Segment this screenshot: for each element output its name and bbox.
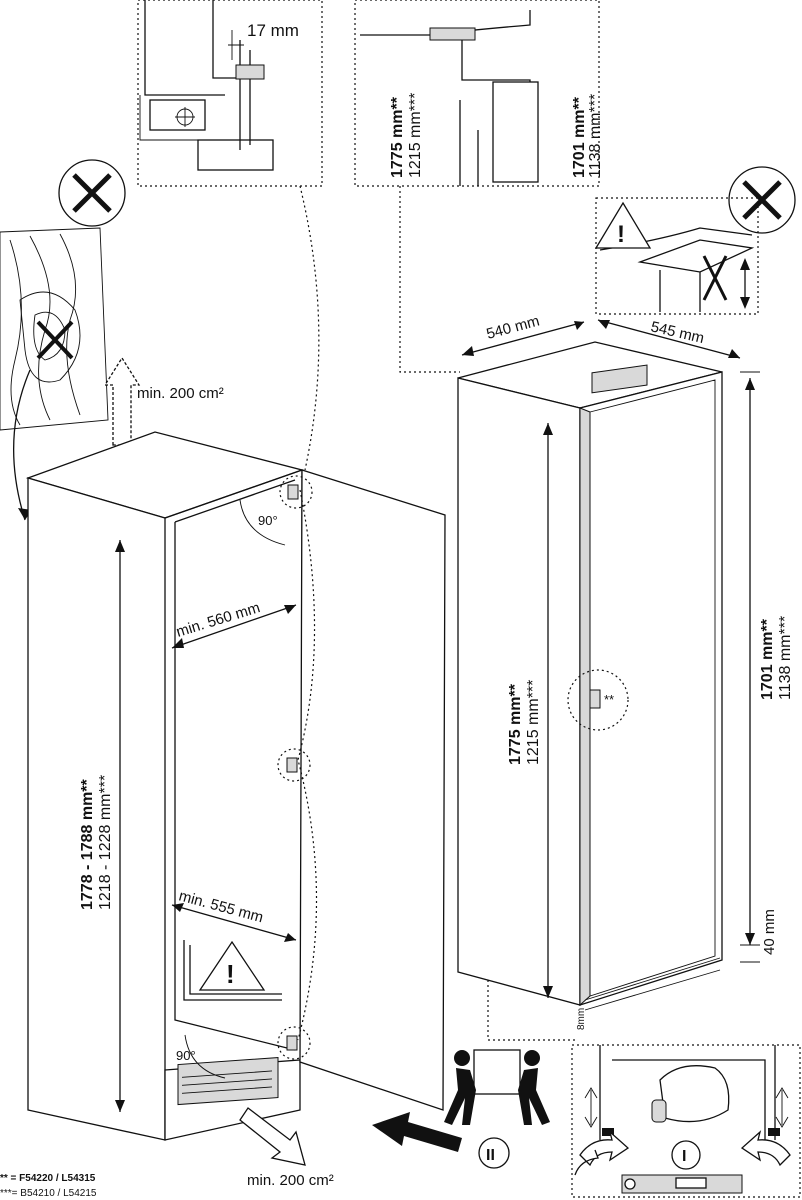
inset-warning-right: ! bbox=[594, 197, 759, 315]
warning-icon: ! bbox=[594, 201, 652, 249]
vent-bottom-label: min. 200 cm² bbox=[247, 1172, 334, 1189]
ventilation-arrow-icon bbox=[103, 356, 141, 446]
appliance-width-label: 540 mm bbox=[485, 312, 542, 342]
adjust-feet-icon bbox=[584, 1087, 789, 1136]
people-carrying-icon bbox=[444, 1049, 550, 1125]
bottom-gap-label: 40 mm bbox=[761, 909, 778, 955]
angle-top-label: 90° bbox=[258, 513, 278, 528]
niche-height-main-label: 1778 - 1788 mm** bbox=[79, 778, 96, 910]
angle-bottom-label: 90° bbox=[176, 1048, 196, 1063]
step-badge: II bbox=[478, 1137, 510, 1169]
appliance bbox=[457, 319, 760, 1011]
svg-text:!: ! bbox=[226, 959, 235, 989]
inset-height1-alt: 1215 mm*** bbox=[407, 93, 424, 178]
niche-height-alt-label: 1218 - 1228 mm*** bbox=[97, 775, 114, 910]
prohibited-icon bbox=[728, 166, 796, 234]
appliance-height-main-label: 1775 mm** bbox=[507, 683, 524, 765]
door-height-alt-label: 1138 mm*** bbox=[777, 616, 794, 700]
inset-top-right: 1775 mm** 1215 mm*** 1701 mm** 1138 mm**… bbox=[354, 0, 604, 187]
base-gap-label: 8mm bbox=[576, 1008, 587, 1030]
inset-gap-label: 17 mm bbox=[247, 21, 299, 40]
svg-text:!: ! bbox=[617, 221, 625, 248]
inset-top-left: 17 mm bbox=[137, 0, 323, 187]
footnote-triple-star: ***= B54210 / L54215 bbox=[0, 1188, 97, 1199]
wood-panel bbox=[0, 227, 109, 521]
inset-height2-main: 1701 mm** bbox=[571, 96, 588, 178]
inset-height2-alt: 1138 mm*** bbox=[587, 94, 604, 178]
step-label: II bbox=[486, 1147, 495, 1164]
niche-cabinet bbox=[25, 431, 446, 1141]
min-width-top-label: min. 560 mm bbox=[174, 599, 262, 641]
footnote-double-star: ** = F54220 / L54315 bbox=[0, 1173, 96, 1184]
vent-top-label: min. 200 cm² bbox=[137, 385, 224, 402]
appliance-height-alt-label: 1215 mm*** bbox=[525, 680, 542, 765]
door-height-main-label: 1701 mm** bbox=[759, 618, 776, 700]
prohibited-icon bbox=[58, 159, 126, 227]
inset-height1-main: 1775 mm** bbox=[389, 96, 406, 178]
warning-icon: ! bbox=[183, 940, 282, 1001]
appliance-depth-label: 545 mm bbox=[649, 318, 706, 347]
push-arrow-icon bbox=[372, 1112, 462, 1152]
rotate-arrow-icon bbox=[574, 1130, 791, 1176]
min-width-bottom-label: min. 555 mm bbox=[177, 887, 265, 926]
step-label-2: I bbox=[682, 1148, 686, 1165]
hinge-mark-label: ** bbox=[604, 692, 614, 707]
ventilation-arrow-icon bbox=[239, 1107, 306, 1166]
inset-feet: I bbox=[571, 1044, 801, 1198]
